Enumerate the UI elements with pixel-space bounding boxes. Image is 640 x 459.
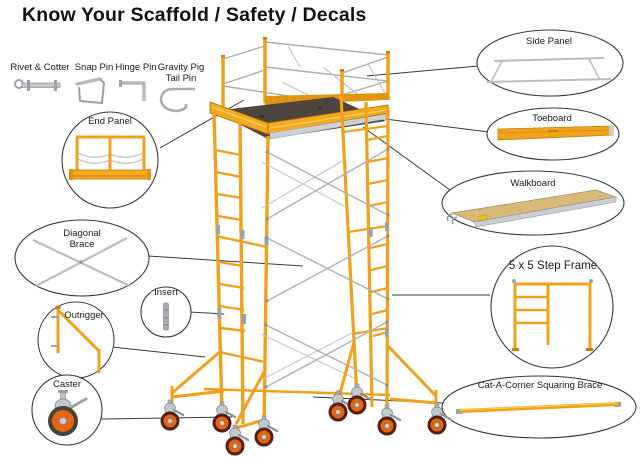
- pin-icons: [14, 77, 195, 113]
- insert-drawing: [163, 302, 169, 331]
- line-toeboard: [384, 118, 490, 133]
- callout-label-walkboard: Walkboard: [510, 178, 556, 189]
- cat-a-corner-drawing: [455, 401, 622, 414]
- diagonal-brace-bubble: [14, 219, 150, 297]
- line-diagonal-brace: [147, 255, 304, 267]
- walkboard-drawing: [446, 189, 618, 228]
- callout-label-toeboard: Toeboard: [532, 113, 572, 124]
- page-title: Know Your Scaffold / Safety / Decals: [22, 4, 367, 26]
- callout-label-outrigger: Outrigger: [64, 310, 104, 321]
- left-step-frame: [212, 111, 270, 430]
- guardrail: [221, 37, 390, 112]
- step-frame-bubble: [490, 245, 614, 369]
- callout-label-cat-a-corner: Cat-A-Corner Squaring Brace: [477, 380, 603, 391]
- callout-label-step-frame: 5 x 5 Step Frame: [508, 260, 598, 272]
- line-walkboard: [362, 126, 451, 191]
- toeboard-drawing: [497, 125, 614, 141]
- diagonal-brace-drawing: [32, 237, 131, 287]
- step-frame-drawing: [512, 279, 593, 351]
- callout-label-insert: Insert: [154, 287, 178, 298]
- line-outrigger: [111, 346, 206, 358]
- pin-label-gravity-pig-tail-pin: Gravity Pig Tail Pin: [157, 62, 205, 84]
- line-end-panel: [159, 99, 245, 149]
- line-side-panel: [366, 65, 479, 77]
- cross-braces: [260, 147, 390, 389]
- callout-label-end-panel: End Panel: [88, 116, 132, 127]
- callout-label-side-panel: Side Panel: [526, 36, 572, 47]
- outrigger-drawing: [51, 306, 101, 373]
- gravity-pig-tail-pin-icon: [159, 87, 195, 113]
- right-step-frame: [339, 95, 390, 418]
- pin-label-snap-pin: Snap Pin: [74, 62, 114, 73]
- rivet-cotter-icon: [14, 79, 61, 91]
- platform: [209, 93, 389, 140]
- callout-label-caster: Caster: [53, 379, 81, 390]
- pin-label-hinge-pin: Hinge Pin: [115, 62, 157, 73]
- end-panel-drawing: [69, 135, 151, 180]
- pin-label-rivet-cotter: Rivet & Cotter: [10, 62, 70, 73]
- scaffold-illustration: [160, 37, 452, 456]
- caster-drawing: [48, 390, 88, 436]
- hinge-pin-icon: [119, 80, 146, 101]
- side-panel-drawing: [486, 57, 612, 83]
- snap-pin-icon: [75, 77, 106, 105]
- callout-label-diagonal-brace: Diagonal Brace: [63, 228, 101, 250]
